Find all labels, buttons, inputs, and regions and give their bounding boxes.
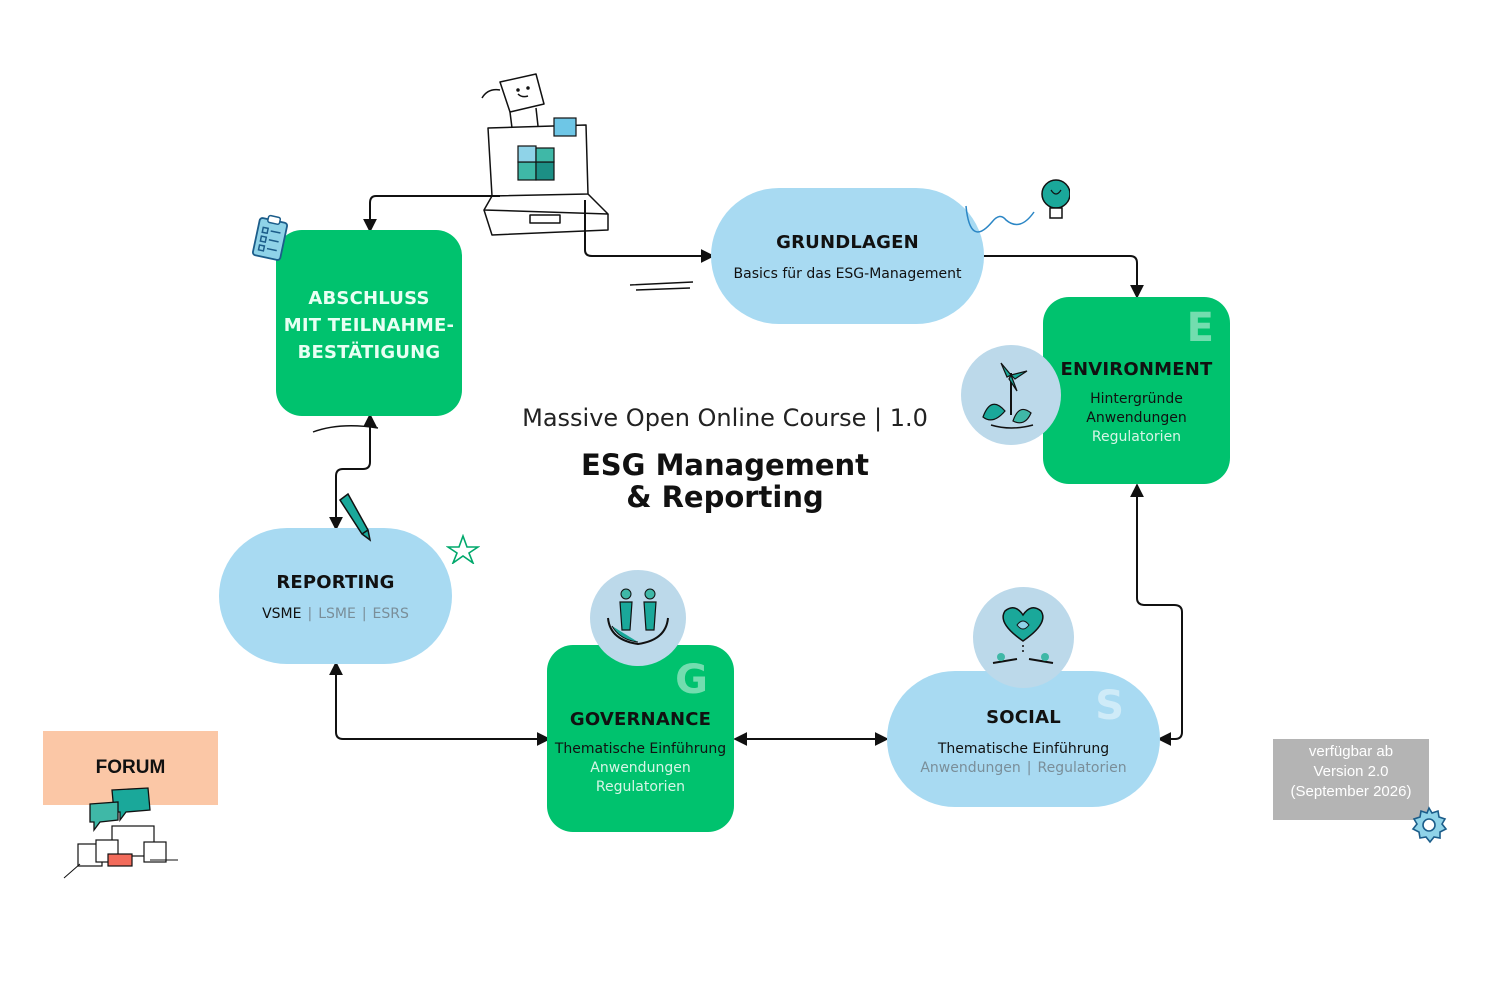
version-line2: Version 2.0 xyxy=(1313,763,1389,780)
version-line3: (September 2026) xyxy=(1290,783,1412,800)
gear-icon xyxy=(1411,806,1448,844)
star-icon xyxy=(446,534,480,564)
governance-title: GOVERNANCE xyxy=(569,709,712,730)
version-line1: verfügbar ab xyxy=(1308,743,1394,760)
social-line1: Thematische Einführung xyxy=(937,741,1110,757)
governance-node[interactable]: G GOVERNANCE Thematische Einführung Anwe… xyxy=(547,645,734,832)
lightbulb-icon xyxy=(965,179,1070,233)
plant-icon-bubble xyxy=(961,345,1061,445)
reporting-items: VSME | LSME | ESRS xyxy=(219,605,452,624)
heart-hands-icon xyxy=(992,607,1054,664)
environment-line1: Hintergründe xyxy=(1090,391,1183,407)
version-box: verfügbar ab Version 2.0 (September 2026… xyxy=(1273,739,1429,820)
people-hands-icon xyxy=(607,588,669,646)
governance-line2: Anwendungen xyxy=(590,760,691,776)
governance-line3: Regulatorien xyxy=(595,779,686,795)
social-separator: | xyxy=(1026,760,1032,776)
social-line2-item2: Regulatorien xyxy=(1037,760,1127,776)
reporting-item-esrs: ESRS xyxy=(372,606,409,622)
abschluss-line2: MIT TEILNAHME- xyxy=(283,315,455,336)
arrow-grundlagen-environment xyxy=(982,255,1144,299)
social-node[interactable]: S SOCIAL Thematische Einführung Anwendun… xyxy=(887,671,1160,807)
grundlagen-node[interactable]: GRUNDLAGEN Basics für das ESG-Management xyxy=(711,188,984,324)
environment-letter: E xyxy=(1186,305,1214,351)
arrow-environment-social xyxy=(1130,483,1183,746)
reporting-item-lsme: LSME xyxy=(318,606,356,622)
reporting-title: REPORTING xyxy=(276,572,395,593)
laptop-puzzle-icon xyxy=(481,73,609,236)
arrow-governance-reporting xyxy=(329,661,551,746)
reporting-item-vsme: VSME xyxy=(262,606,302,622)
course-title-line2: & Reporting xyxy=(626,480,824,514)
abschluss-node[interactable]: ABSCHLUSS MIT TEILNAHME- BESTÄTIGUNG xyxy=(276,230,462,416)
social-title: SOCIAL xyxy=(986,707,1061,728)
reporting-separator-1: | xyxy=(307,606,313,622)
people-hands-icon-bubble xyxy=(590,570,686,666)
social-letter: S xyxy=(1095,683,1124,729)
governance-line1: Thematische Einführung xyxy=(554,741,727,757)
reporting-separator-2: | xyxy=(361,606,367,622)
social-line2-item1: Anwendungen xyxy=(920,760,1021,776)
pencil-icon xyxy=(338,492,372,542)
arrow-start-abschluss xyxy=(363,195,500,233)
abschluss-line1: ABSCHLUSS xyxy=(308,288,430,309)
environment-node[interactable]: E ENVIRONMENT Hintergründe Anwendungen R… xyxy=(1043,297,1230,484)
course-title-line1: ESG Management xyxy=(580,448,870,482)
speech-bubbles-icon xyxy=(63,787,178,879)
heart-hands-icon-bubble xyxy=(973,587,1074,688)
governance-letter: G xyxy=(675,657,708,703)
reporting-node[interactable]: REPORTING VSME | LSME | ESRS xyxy=(219,528,452,664)
arrow-start-grundlagen xyxy=(584,200,715,263)
grundlagen-line1: Basics für das ESG-Management xyxy=(733,266,962,282)
environment-line2: Anwendungen xyxy=(1086,410,1187,426)
environment-title: ENVIRONMENT xyxy=(1060,359,1213,380)
forum-label: FORUM xyxy=(95,757,166,778)
abschluss-line3: BESTÄTIGUNG xyxy=(297,342,441,363)
social-line2: Anwendungen | Regulatorien xyxy=(887,759,1160,778)
environment-line3: Regulatorien xyxy=(1091,429,1182,445)
course-title: ESG Management & Reporting xyxy=(540,449,910,513)
grundlagen-title: GRUNDLAGEN xyxy=(776,232,919,253)
plant-icon xyxy=(982,362,1034,429)
course-subtitle: Massive Open Online Course | 1.0 xyxy=(522,404,928,432)
clipboard-icon xyxy=(252,214,288,261)
arrow-reporting-abschluss xyxy=(329,413,377,531)
